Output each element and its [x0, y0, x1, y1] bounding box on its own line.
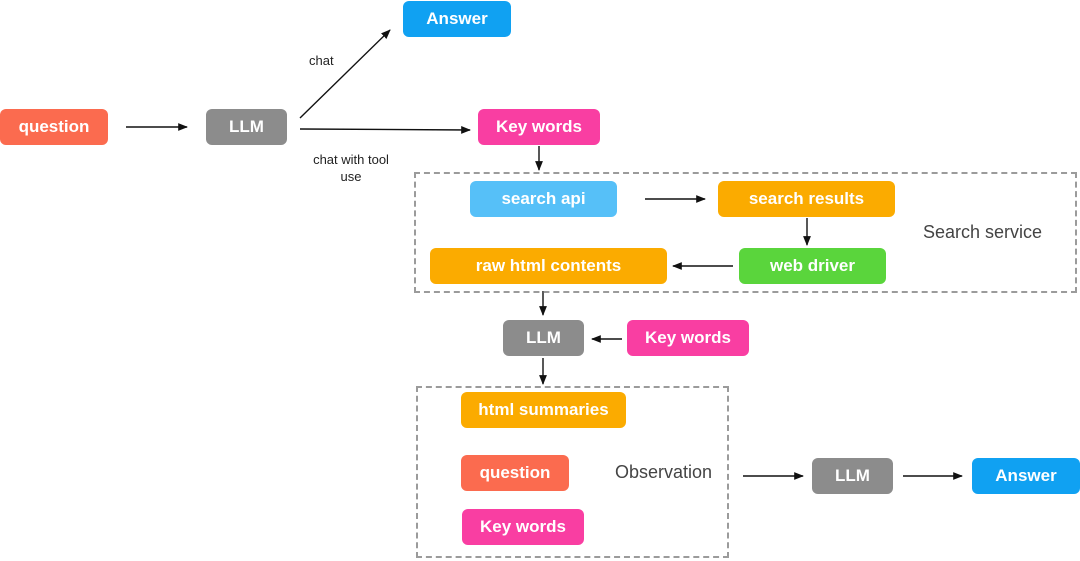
- edge-label-chat-with-tool-line2: use: [340, 169, 362, 184]
- edge-label-chat: chat: [309, 53, 334, 68]
- arrow-llm-to-keywords: [299, 126, 471, 134]
- edge-label-chat-with-tool-line1: chat with tool: [313, 152, 389, 167]
- llm-node: LLM: [206, 109, 287, 145]
- web-driver-node: web driver: [739, 248, 886, 284]
- answer-node-top: Answer: [403, 1, 511, 37]
- search-results-node: search results: [718, 181, 895, 217]
- llm-node-final: LLM: [812, 458, 893, 494]
- arrow-llm-to-answer: [299, 29, 391, 119]
- keywords-node-top: Key words: [478, 109, 600, 145]
- question-node: question: [0, 109, 108, 145]
- html-summaries-node: html summaries: [461, 392, 626, 428]
- keywords-node-observation: Key words: [462, 509, 584, 545]
- search-service-group: [414, 172, 1077, 293]
- observation-group: [416, 386, 729, 558]
- search-api-node: search api: [470, 181, 617, 217]
- answer-node-final: Answer: [972, 458, 1080, 494]
- raw-html-node: raw html contents: [430, 248, 667, 284]
- observation-label: Observation: [615, 462, 713, 482]
- search-service-label: Search service: [923, 222, 1043, 242]
- question-node-observation: question: [461, 455, 569, 491]
- keywords-node-middle: Key words: [627, 320, 749, 356]
- edge-label-chat-with-tool: chat with tool use: [300, 151, 402, 185]
- llm-node-middle: LLM: [503, 320, 584, 356]
